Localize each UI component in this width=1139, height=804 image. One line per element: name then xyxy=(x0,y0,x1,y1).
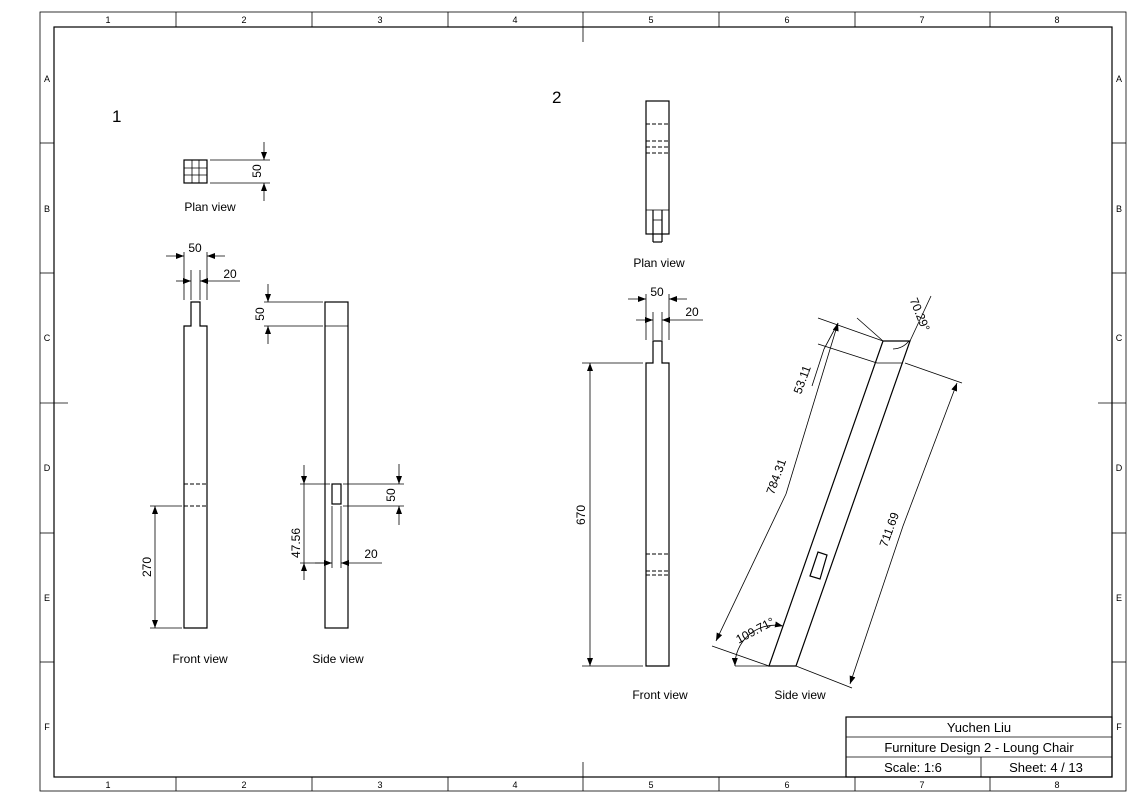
col-label-top: 7 xyxy=(919,15,924,25)
dim-side-mortise-offset: 47.56 xyxy=(289,528,303,558)
part-1-front-view-label: Front view xyxy=(172,652,228,666)
dim-side-bottom-angle: 109.71° xyxy=(734,614,777,646)
part-2: 2 Plan view 50 xyxy=(552,88,963,702)
row-label-right: A xyxy=(1116,74,1122,84)
col-label-top: 8 xyxy=(1054,15,1059,25)
col-label-bottom: 8 xyxy=(1054,780,1059,790)
dim-side-long-length: 784.31 xyxy=(763,457,789,497)
part-2-side-view-label: Side view xyxy=(774,688,826,702)
part-2-plan-view-label: Plan view xyxy=(633,256,685,270)
dim-side-mortise-width: 20 xyxy=(364,547,378,561)
col-label-bottom: 7 xyxy=(919,780,924,790)
col-label-top: 2 xyxy=(241,15,246,25)
col-label-bottom: 5 xyxy=(648,780,653,790)
title-block-scale: Scale: 1:6 xyxy=(884,760,942,775)
dim-front-top-width: 50 xyxy=(650,285,664,299)
dim-front-top-width: 50 xyxy=(188,241,202,255)
dim-front-tenon-width: 20 xyxy=(223,267,237,281)
part-2-front-view-label: Front view xyxy=(632,688,688,702)
col-label-bottom: 2 xyxy=(241,780,246,790)
dim-side-top: 50 xyxy=(253,307,267,321)
col-label-top: 5 xyxy=(648,15,653,25)
row-label-right: C xyxy=(1116,333,1123,343)
part-1-plan-view: 50 xyxy=(183,142,270,201)
part-1-front-view: 50 20 270 xyxy=(140,241,240,629)
part-2-front-view: 50 20 670 xyxy=(574,285,703,667)
title-block-sheet: Sheet: 4 / 13 xyxy=(1009,760,1083,775)
row-label-left: B xyxy=(44,204,50,214)
row-label-left: A xyxy=(44,74,50,84)
row-label-right: E xyxy=(1116,593,1122,603)
row-label-right: B xyxy=(1116,204,1122,214)
dim-side-short-length: 711.69 xyxy=(877,510,903,549)
row-label-left: F xyxy=(44,722,50,732)
part-1: 1 50 Plan view 50 xyxy=(112,107,404,666)
row-label-right: F xyxy=(1116,722,1122,732)
row-label-left: E xyxy=(44,593,50,603)
col-label-top: 3 xyxy=(377,15,382,25)
dim-front-height: 270 xyxy=(140,557,154,577)
col-label-bottom: 1 xyxy=(105,780,110,790)
title-block-author: Yuchen Liu xyxy=(947,720,1011,735)
part-2-side-view: 784.31 53.11 711.69 70.29° 109.71° xyxy=(711,296,963,689)
sheet-border xyxy=(39,11,1127,792)
dim-plan-width: 50 xyxy=(250,164,264,178)
dim-front-tenon-width: 20 xyxy=(685,305,699,319)
col-label-bottom: 4 xyxy=(512,780,517,790)
col-label-bottom: 3 xyxy=(377,780,382,790)
part-1-number: 1 xyxy=(112,107,121,126)
col-label-top: 6 xyxy=(784,15,789,25)
col-label-top: 1 xyxy=(105,15,110,25)
part-1-side-view-label: Side view xyxy=(312,652,364,666)
row-label-left: C xyxy=(44,333,51,343)
title-block: Yuchen Liu Furniture Design 2 - Loung Ch… xyxy=(845,716,1113,778)
part-1-plan-view-label: Plan view xyxy=(184,200,236,214)
row-label-left: D xyxy=(44,463,51,473)
col-label-bottom: 6 xyxy=(784,780,789,790)
dim-front-height: 670 xyxy=(574,505,588,525)
part-1-side-view: 50 50 47.56 20 xyxy=(253,284,404,629)
title-block-title: Furniture Design 2 - Loung Chair xyxy=(884,740,1074,755)
row-label-right: D xyxy=(1116,463,1123,473)
part-2-number: 2 xyxy=(552,88,561,107)
dim-side-mortise-height: 50 xyxy=(384,488,398,502)
dim-side-top-offset: 53.11 xyxy=(791,363,814,395)
part-2-plan-view xyxy=(645,100,670,243)
col-label-top: 4 xyxy=(512,15,517,25)
